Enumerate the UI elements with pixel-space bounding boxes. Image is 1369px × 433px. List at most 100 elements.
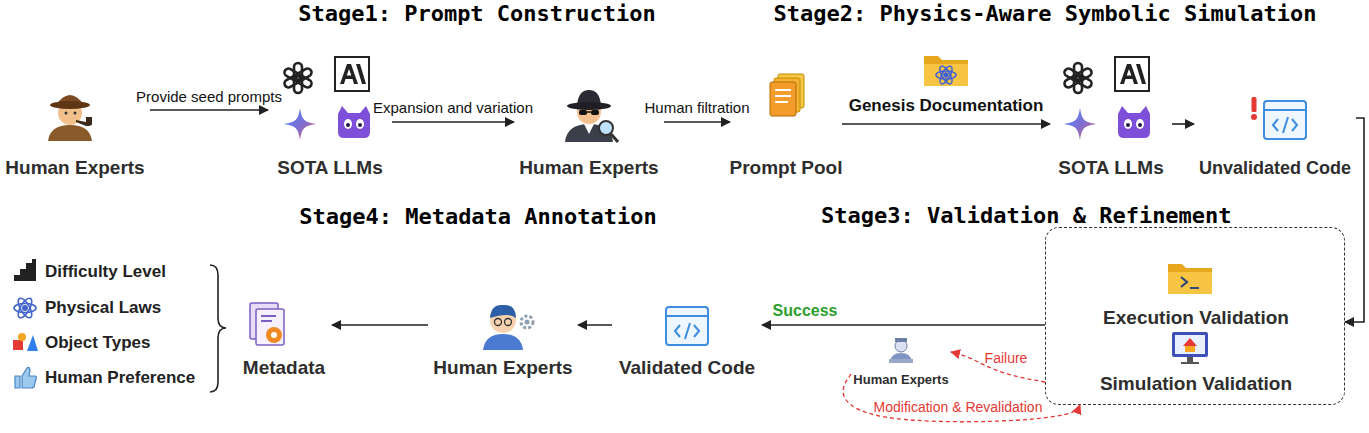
node-label: Metadata [243, 357, 325, 380]
metadata-node: Metadata [236, 300, 332, 380]
edge-label: Expansion and variation [373, 99, 533, 117]
copilot-logo [1126, 123, 1130, 127]
metadata-icon [271, 332, 277, 338]
detective-icon [74, 112, 77, 115]
node-label: Simulation Validation [1100, 373, 1292, 396]
detective-icon [76, 117, 92, 126]
detective-icon [48, 95, 92, 141]
metadata-icon [256, 309, 284, 345]
metadata-icon [266, 327, 282, 343]
feedback-arrow [951, 352, 1045, 382]
atom-icon [14, 304, 36, 313]
edge-label: Modification & Revalidation [874, 399, 1043, 416]
copilot-logo [1124, 119, 1132, 129]
monitor-icon [1181, 362, 1199, 364]
copilot-logo [1136, 119, 1144, 129]
flow-arrow [578, 324, 612, 326]
stage-group: Stage3: Validation & RefinementExecution… [1045, 227, 1345, 405]
model-node: SOTA LLMs [268, 52, 392, 180]
expert-spy-icon [565, 90, 618, 142]
gemini-logo [284, 108, 316, 140]
metadata-item: Human Preference [45, 368, 195, 388]
flow-arrow [150, 109, 268, 111]
code-node: Unvalidated Code [1194, 85, 1356, 180]
expert-icon [521, 316, 533, 328]
expert-icon [490, 305, 516, 318]
openai-logo [1063, 63, 1093, 93]
metadata-item: Object Types [45, 333, 151, 353]
expert-spy-icon [599, 121, 613, 135]
expert-spy-icon [591, 110, 599, 115]
metadata-item: Physical Laws [45, 298, 161, 318]
openai-logo [283, 63, 313, 93]
stairs-icon [14, 259, 36, 281]
shapes-icon [18, 333, 26, 341]
warning-mark [1252, 97, 1257, 112]
gemini-logo [284, 108, 316, 140]
code-window-icon [675, 323, 699, 339]
validation-step: Simulation Validation [1086, 334, 1306, 396]
expert-icon [525, 320, 530, 325]
genesis-folder-icon [924, 56, 968, 86]
genesis-folder-icon [936, 71, 956, 79]
copilot-logo [338, 106, 370, 138]
stage-title: Stage4: Metadata Annotation [299, 204, 657, 230]
atom-icon [16, 296, 35, 320]
anthropic-logo [340, 64, 358, 84]
flow-arrow [332, 324, 428, 326]
copilot-logo [1118, 106, 1150, 138]
flow-arrow [762, 324, 1045, 326]
curly-bracket [210, 265, 226, 392]
metadata-icon [266, 327, 282, 343]
code-window-icon [666, 307, 708, 345]
terminal-folder-icon [1168, 272, 1212, 294]
copilot-logo [358, 123, 362, 127]
genesis-folder-icon [944, 73, 948, 77]
expert-icon [521, 316, 533, 328]
expert-icon [483, 305, 533, 350]
metadata-icon [261, 316, 276, 321]
expert-spy-icon [611, 134, 618, 142]
code-window-icon [1264, 101, 1306, 139]
stage-title: Stage1: Prompt Construction [298, 1, 656, 27]
terminal-folder-icon [1181, 277, 1199, 288]
expert-small-icon [890, 353, 912, 362]
expert-icon [483, 334, 523, 350]
anthropic-logo [1115, 57, 1149, 91]
node-label: Unvalidated Code [1199, 158, 1351, 180]
stage-title: Stage2: Physics-Aware Symbolic Simulatio… [773, 1, 1316, 27]
monitor-icon [1172, 332, 1208, 364]
thumbs-up-icon [15, 367, 36, 388]
flow-arrow [1172, 123, 1194, 125]
expert-small-icon [895, 338, 907, 342]
anthropic-logo [1115, 57, 1149, 91]
atom-icon [23, 306, 27, 310]
code-window-icon [666, 315, 708, 317]
node-label: Human Experts [5, 157, 144, 180]
document-stack-icon [775, 90, 791, 102]
node-label: Human Experts [853, 372, 948, 388]
detective-icon [50, 101, 90, 109]
copilot-logo [356, 119, 364, 129]
validation-step: Execution Validation [1086, 256, 1306, 330]
copilot-logo [1138, 123, 1142, 127]
shapes-icon [13, 333, 38, 351]
flow-arrow [842, 123, 1050, 125]
edge-label: Success [773, 301, 838, 320]
edge-label: Genesis Documentation [849, 96, 1044, 116]
monitor-icon [1172, 332, 1208, 357]
terminal-folder-icon [1168, 264, 1212, 294]
expert-icon [495, 319, 502, 326]
stairs-icon [14, 259, 36, 281]
monitor-icon [1187, 357, 1193, 362]
actor-node: Human Experts [514, 82, 664, 180]
metadata-item: Difficulty Level [45, 262, 166, 282]
node-label: Prompt Pool [730, 157, 843, 180]
node-label: Execution Validation [1103, 307, 1289, 330]
genesis-folder-icon [938, 64, 955, 85]
code-node: Validated Code [612, 300, 762, 380]
monitor-icon [1175, 335, 1205, 354]
edge-label: Human filtration [644, 99, 749, 117]
code-window-icon [1273, 117, 1297, 133]
stage-title: Stage3: Validation & Refinement [821, 204, 1232, 228]
